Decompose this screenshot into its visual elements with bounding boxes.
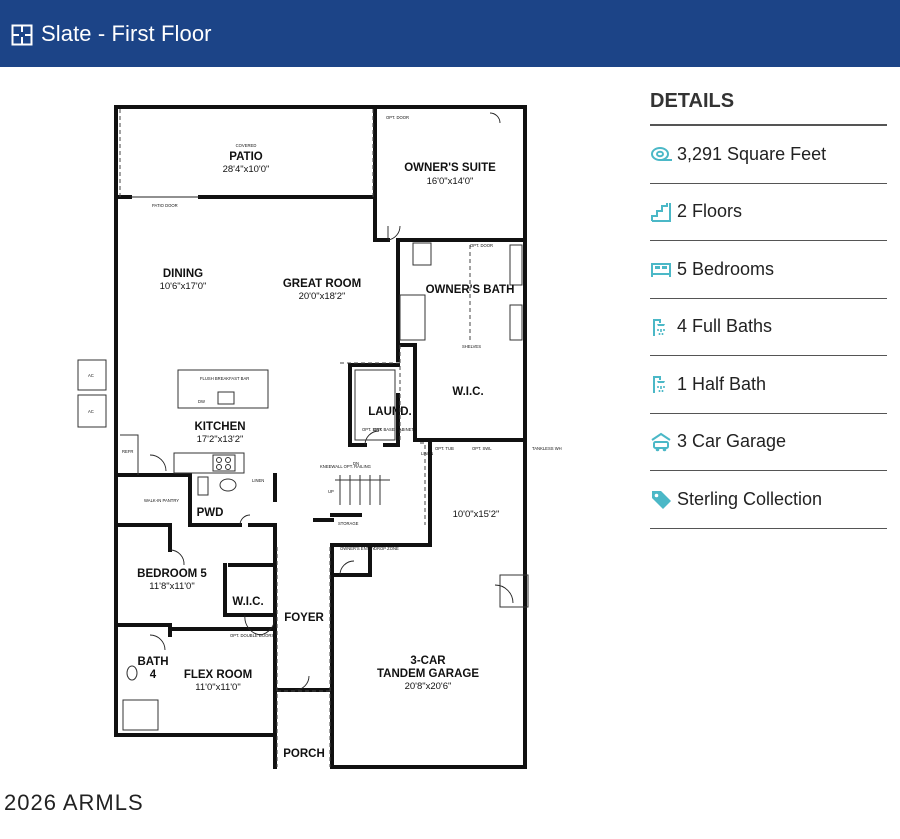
detail-square-feet: 3,291 Square Feet bbox=[650, 126, 887, 184]
car-icon bbox=[650, 431, 674, 453]
bedroom5-dims: 11'8"x11'0" bbox=[149, 581, 194, 592]
owners-bath-name: OWNER'S BATH bbox=[426, 284, 515, 296]
detail-garage: 3 Car Garage bbox=[650, 414, 887, 471]
detail-label: 4 Full Baths bbox=[677, 316, 773, 337]
dining-name: DINING bbox=[163, 268, 203, 280]
page-header: Slate - First Floor bbox=[0, 0, 900, 67]
wic-bed-name: W.I.C. bbox=[232, 596, 263, 608]
linen2-note: LINEN bbox=[421, 451, 433, 456]
detail-collection: Sterling Collection bbox=[650, 471, 887, 529]
linen-note: LINEN bbox=[252, 478, 264, 483]
wic-owner-name: W.I.C. bbox=[452, 386, 483, 398]
opt-sink-note: OPT. SINK bbox=[362, 427, 382, 432]
owners-entry-note: OWNER'S ENTRY bbox=[340, 546, 375, 551]
details-panel: DETAILS 3,291 Square Feet 2 Floors 5 Bed… bbox=[650, 88, 887, 529]
shower-icon bbox=[650, 373, 674, 395]
flex-room-dims: 11'0"x11'0" bbox=[195, 682, 240, 693]
detail-label: 5 Bedrooms bbox=[677, 258, 775, 279]
detail-bedrooms: 5 Bedrooms bbox=[650, 241, 887, 299]
opt-tub-note: OPT. TUB bbox=[435, 446, 454, 451]
opt-base-note: OPT. BASE CABINETS bbox=[373, 427, 417, 432]
laundry-name: LAUND. bbox=[368, 406, 411, 418]
tankless-note: TANKLESS WH bbox=[532, 446, 562, 451]
opt-door-note: OPT. DOOR bbox=[386, 115, 409, 120]
ac1-note: AC bbox=[88, 373, 94, 378]
stairs-icon bbox=[650, 201, 674, 223]
watermark: 2026 ARMLS bbox=[4, 790, 144, 815]
dw-note: DW bbox=[198, 399, 205, 404]
ac2-note: AC bbox=[88, 409, 94, 414]
patio-dims: 28'4"x10'0" bbox=[223, 164, 270, 175]
page-title: Slate - First Floor bbox=[41, 21, 212, 46]
garage-top-dims: 10'0"x15'2" bbox=[453, 509, 500, 520]
patio-door-note: PATIO DOOR bbox=[152, 203, 178, 208]
owners-suite-name: OWNER'S SUITE bbox=[404, 162, 496, 174]
pwd-name: PWD bbox=[197, 507, 224, 519]
detail-full-baths: 4 Full Baths bbox=[650, 299, 887, 356]
flex-room-name: FLEX ROOM bbox=[184, 669, 252, 681]
garage-name: 3-CAR bbox=[410, 655, 446, 667]
kitchen-name: KITCHEN bbox=[194, 421, 245, 433]
detail-label: 2 Floors bbox=[677, 201, 743, 222]
bath4-name: BATH bbox=[137, 656, 168, 668]
detail-label: 1 Half Bath bbox=[677, 373, 767, 394]
opt-swl-note: OPT. SWL bbox=[472, 446, 492, 451]
dn-note: DN bbox=[353, 461, 359, 466]
detail-half-bath: 1 Half Bath bbox=[650, 356, 887, 414]
tag-icon bbox=[650, 488, 674, 510]
shelves-note: SHELVES bbox=[462, 344, 481, 349]
bedroom5-name: BEDROOM 5 bbox=[137, 568, 207, 580]
square-feet-icon bbox=[650, 143, 674, 165]
detail-label: 3 Car Garage bbox=[677, 431, 787, 452]
foyer-name: FOYER bbox=[284, 612, 324, 624]
details-title: DETAILS bbox=[650, 88, 887, 126]
shower-icon bbox=[650, 316, 674, 338]
opt-door2-note: OPT. DOOR bbox=[470, 243, 493, 248]
refr-note: REFR bbox=[122, 449, 133, 454]
drop-zone-note: DROP ZONE bbox=[374, 546, 399, 551]
storage-note: STORAGE bbox=[338, 521, 359, 526]
floorplan-icon bbox=[11, 24, 33, 46]
great-room-name: GREAT ROOM bbox=[283, 278, 361, 290]
garage-dims: 20'8"x20'6" bbox=[405, 681, 452, 692]
detail-label: Sterling Collection bbox=[677, 488, 823, 509]
patio-note: COVERED bbox=[236, 143, 257, 148]
bath4-num: 4 bbox=[150, 669, 157, 681]
flush-bar-note: FLUSH BREAKFAST BAR bbox=[200, 376, 249, 381]
kitchen-dims: 17'2"x13'2" bbox=[197, 434, 244, 445]
opt-double-doors-note: OPT. DOUBLE DOORS bbox=[230, 633, 274, 638]
walkin-pantry-note: WALK-IN PANTRY bbox=[144, 498, 179, 503]
up-note: UP bbox=[328, 489, 334, 494]
detail-floors: 2 Floors bbox=[650, 184, 887, 241]
kneewall-note: KNEEWALL OPT. RAILING bbox=[320, 464, 371, 469]
patio-name: PATIO bbox=[229, 151, 262, 163]
dining-dims: 10'6"x17'0" bbox=[160, 281, 207, 292]
great-room-dims: 20'0"x18'2" bbox=[299, 291, 346, 302]
garage-name2: TANDEM GARAGE bbox=[377, 668, 479, 680]
owners-suite-dims: 16'0"x14'0" bbox=[427, 176, 474, 187]
bed-icon bbox=[650, 258, 674, 280]
detail-label: 3,291 Square Feet bbox=[677, 143, 827, 164]
floor-plan: COVERED PATIO 28'4"x10'0" OWNER'S SUITE … bbox=[70, 95, 600, 825]
porch-name: PORCH bbox=[283, 748, 325, 760]
